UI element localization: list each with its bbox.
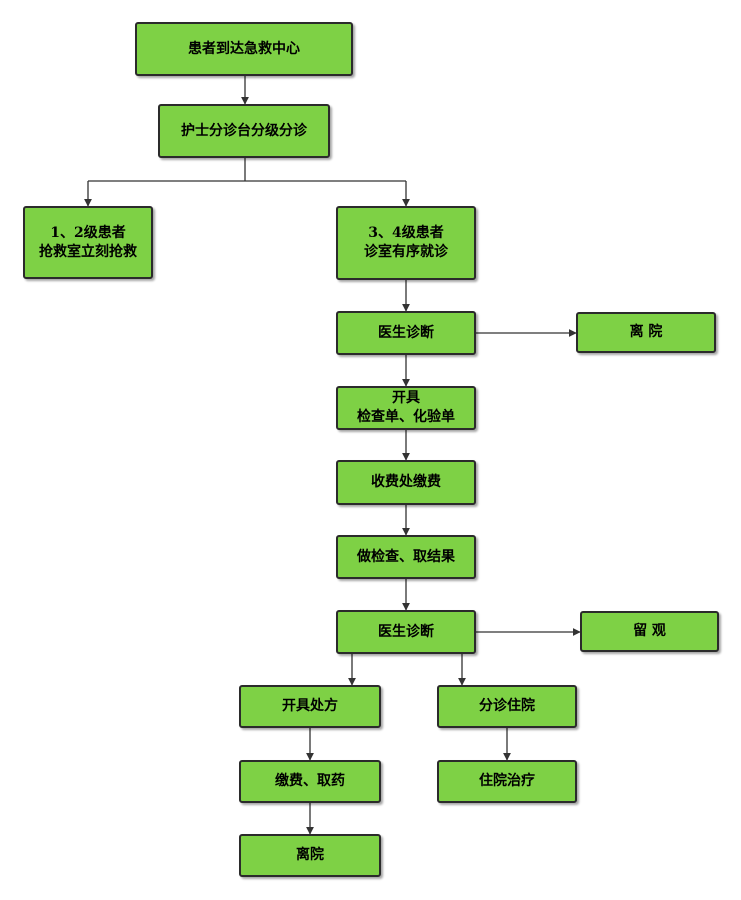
- node-arrive: 患者到达急救中心: [135, 22, 353, 76]
- node-triage-text: 护士分诊台分级分诊: [181, 122, 307, 139]
- node-diagnosis-2-text: 医生诊断: [378, 623, 434, 640]
- node-order-tests-line1: 开具: [392, 390, 420, 406]
- node-diagnosis-1-text: 医生诊断: [378, 324, 434, 341]
- node-level12: 1、2级患者 抢救室立刻抢救: [23, 206, 153, 279]
- node-leave-1: 离 院: [576, 312, 716, 353]
- node-pay-medicine-text: 缴费、取药: [275, 773, 345, 789]
- node-level34-line2: 诊室有序就诊: [364, 244, 448, 260]
- node-level12-line2: 抢救室立刻抢救: [39, 243, 137, 260]
- node-order-tests: 开具 检查单、化验单: [336, 386, 476, 430]
- node-level12-line1: 1、2级患者: [50, 224, 126, 241]
- node-pay-medicine: 缴费、取药: [239, 760, 381, 803]
- node-order-tests-line2: 检查单、化验单: [357, 409, 455, 425]
- node-observe-text: 留 观: [633, 623, 666, 639]
- node-arrive-text: 患者到达急救中心: [188, 40, 300, 57]
- node-observe: 留 观: [580, 611, 719, 652]
- node-pay-fees: 收费处缴费: [336, 460, 476, 505]
- node-diagnosis-2: 医生诊断: [336, 610, 476, 654]
- node-level34: 3、4级患者 诊室有序就诊: [336, 206, 476, 280]
- node-triage: 护士分诊台分级分诊: [158, 104, 330, 158]
- node-inpatient: 住院治疗: [437, 760, 577, 803]
- node-admit: 分诊住院: [437, 685, 577, 728]
- node-prescribe-text: 开具处方: [282, 698, 338, 714]
- node-leave-1-text: 离 院: [629, 324, 663, 340]
- node-diagnosis-1: 医生诊断: [336, 311, 476, 355]
- node-do-tests-text: 做检查、取结果: [357, 548, 455, 565]
- node-leave-2-text: 离院: [296, 847, 324, 863]
- node-pay-fees-text: 收费处缴费: [371, 474, 441, 490]
- node-level34-line1: 3、4级患者: [368, 225, 444, 241]
- node-inpatient-text: 住院治疗: [479, 773, 535, 789]
- node-admit-text: 分诊住院: [479, 698, 535, 714]
- node-prescribe: 开具处方: [239, 685, 381, 728]
- node-leave-2: 离院: [239, 834, 381, 877]
- node-do-tests: 做检查、取结果: [336, 535, 476, 579]
